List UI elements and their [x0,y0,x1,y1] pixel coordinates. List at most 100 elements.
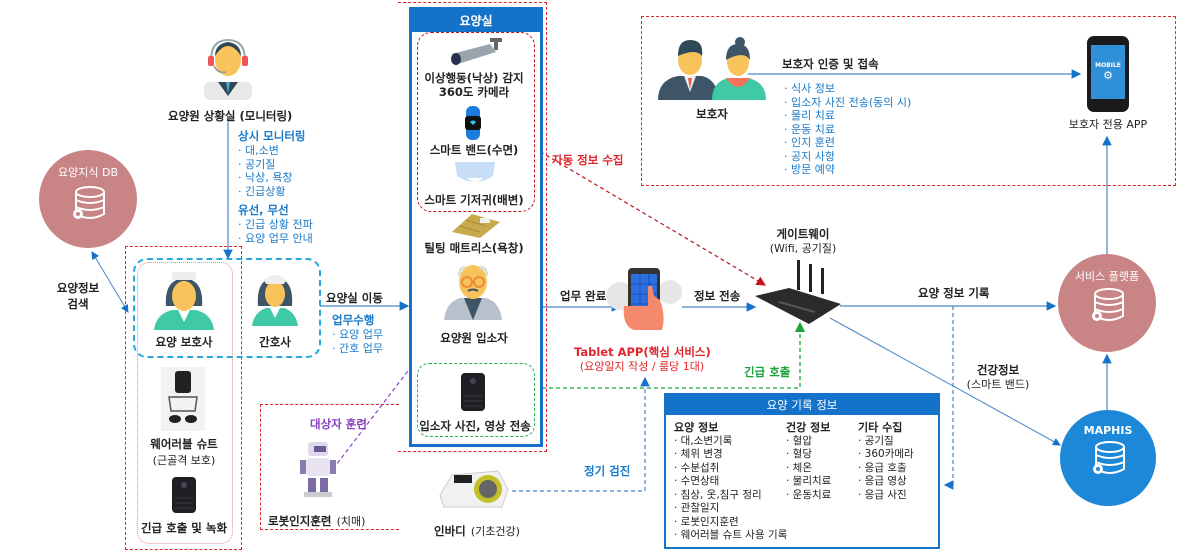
gateway-to-maphis-line [829,317,1061,446]
resident-elderly-icon [442,262,504,320]
duty-item: · 간호 업무 [332,341,383,355]
tablet-app-icon[interactable] [604,266,684,338]
cctv-camera-icon [450,36,504,66]
emergency-call-line [535,321,806,389]
duty-heading: 업무수행 [332,313,375,327]
room-outer-boundary [398,2,547,452]
robot-icon [300,440,336,498]
records-item: · 수면상태 [674,475,720,487]
records-item: · 360카메라 [858,448,914,460]
database-icon [73,186,105,219]
records-item: · 침상, 옷,침구 정리 [674,488,762,501]
service-platform-label: 서비스 플랫폼 [1074,270,1140,283]
records-item: · 혈압 [786,434,812,447]
info-transfer-label: 정보 전송 [694,289,741,303]
bodycam-icon [460,372,486,412]
records-item: · 혈당 [786,448,812,460]
guardian-info-item: · 인지 훈련 [784,136,835,149]
auto-collect-line [533,147,767,286]
photo-transfer-group [417,363,535,437]
care-records-title: 요양 기록 정보 [666,395,938,415]
mobile-screen: MOBILE ⚙ [1091,45,1125,99]
move-to-room-label: 요양실 이동 [326,291,383,305]
nurse-icon [250,270,300,326]
task-complete-label: 업무 완료 [560,289,607,303]
care-staff-group [133,258,321,358]
guardian-mobile-app-icon[interactable]: MOBILE ⚙ [1087,36,1129,112]
knowledge-db-node[interactable]: 요양지식 DB [39,150,137,248]
resident-label: 요양원 입소자 [440,331,508,345]
smart-diaper-label: 스마트 기저귀(배변) [424,193,524,207]
camera-sublabel: 360도 카메라 [438,85,510,99]
caregiver-label: 요양 보호사 [155,335,213,349]
db-search-label: 요양정보 검색 [50,280,106,312]
inbody-checkup-line [512,376,650,492]
records-column-heading: 건강 정보 [786,421,831,434]
robot-training-boundary [260,404,399,530]
records-item: · 공기질 [858,434,894,447]
communication-info: 유선, 무선 · 긴급 상황 전파 · 요양 업무 안내 [238,202,313,245]
wearable-suit-sublabel: (근골격 보호) [152,454,216,467]
caregiver-equipment-group [137,262,233,544]
communication-heading: 유선, 무선 [238,203,289,217]
tablet-app-sub: (요양일지 작성 / 룸당 1대) [579,360,705,373]
tilting-mattress-icon [450,212,502,238]
records-column-care: 요양 정보 · 대,소변기록 · 체위 변경 · 수분섭취 · 수면상태 · 침… [674,421,787,543]
guardian-info-item: · 방문 예약 [784,163,835,176]
monitoring-room-label: 요양원 상황실 (모니터링) [168,109,293,123]
guardian-info-item: · 입소자 사진 전송(동의 시) [784,95,912,109]
records-item: · 웨어러블 슈트 사용 기록 [674,529,788,541]
records-column-heading: 요양 정보 [674,421,719,434]
smart-band-icon [462,106,484,140]
guardian-auth-label: 보호자 인증 및 접속 [782,57,879,71]
records-item: · 체온 [786,461,812,474]
wearable-suit-image [161,367,205,431]
inbody-title: 인바디 [434,524,466,538]
guardian-info-item: · 물리 치료 [784,109,835,122]
auto-collect-label: 자동 정보 수집 [552,153,624,167]
regular-checkup-label: 정기 검진 [584,464,631,478]
maphis-node[interactable]: MAPHIS [1060,410,1156,506]
guardian-app-label: 보호자 전용 APP [1068,118,1148,131]
monitoring-item: · 대,소변 [238,144,279,157]
guardian-people-icon [656,36,768,100]
care-records-panel: 요양 기록 정보 요양 정보 · 대,소변기록 · 체위 변경 · 수분섭취 ·… [664,393,940,549]
records-column-other: 기타 수집 · 공기질 · 360카메라 · 응급 호출 · 응급 영상 · 응… [858,421,914,502]
db-search-label-line: 검색 [67,297,89,311]
communication-item: · 요양 업무 안내 [238,231,313,245]
records-item: · 응급 호출 [858,461,907,474]
monitoring-heading: 상시 모니터링 [238,129,306,143]
robot-training-label: 로봇인지훈련 (치매) [268,510,365,529]
records-item: · 물리치료 [786,475,832,487]
records-item: · 대,소변기록 [674,434,733,447]
staff-equipment-group [125,246,242,550]
guardian-label: 보호자 [696,107,728,121]
guardian-info-item: · 식사 정보 [784,82,835,95]
smart-sensor-group [417,32,535,212]
monitoring-info: 상시 모니터링 · 대,소변 · 공기질 · 낙상, 욕창 · 긴급상황 [238,128,305,198]
gateway-title: 게이트웨이 [776,227,830,241]
maphis-label: MAPHIS [1083,424,1133,437]
care-room-title: 요양실 [412,10,540,32]
guardian-info-item: · 운동 치료 [784,122,835,136]
guardian-service-group [641,16,1176,186]
operator-headset-icon [200,34,256,100]
guardian-info-item: · 공지 사항 [784,149,835,163]
monitoring-item: · 긴급상황 [238,184,286,198]
robot-training-title: 로봇인지훈련 [268,514,332,528]
duty-info: 업무수행 · 요양 업무 · 간호 업무 [332,312,383,355]
wearable-suit-label: 웨어러블 슈트 [150,437,218,451]
guardian-info-list: · 식사 정보 · 입소자 사진 전송(동의 시) · 물리 치료 · 운동 치… [784,82,911,177]
records-item: · 체위 변경 [674,448,723,460]
emergency-device-label: 긴급 호출 및 녹화 [140,521,228,535]
records-item: · 응급 사진 [858,488,907,501]
gateway-router-icon[interactable] [755,260,845,326]
service-platform-node[interactable]: 서비스 플랫폼 [1058,254,1156,352]
db-search-line [91,251,129,313]
photo-transfer-label: 입소자 사진, 영상 전송 [419,419,531,433]
health-info-title: 건강정보 [976,363,1020,377]
database-icon [1093,441,1125,474]
records-item: · 수분섭취 [674,461,720,474]
records-item: · 관찰일지 [674,502,720,514]
monitoring-item: · 공기질 [238,157,276,171]
